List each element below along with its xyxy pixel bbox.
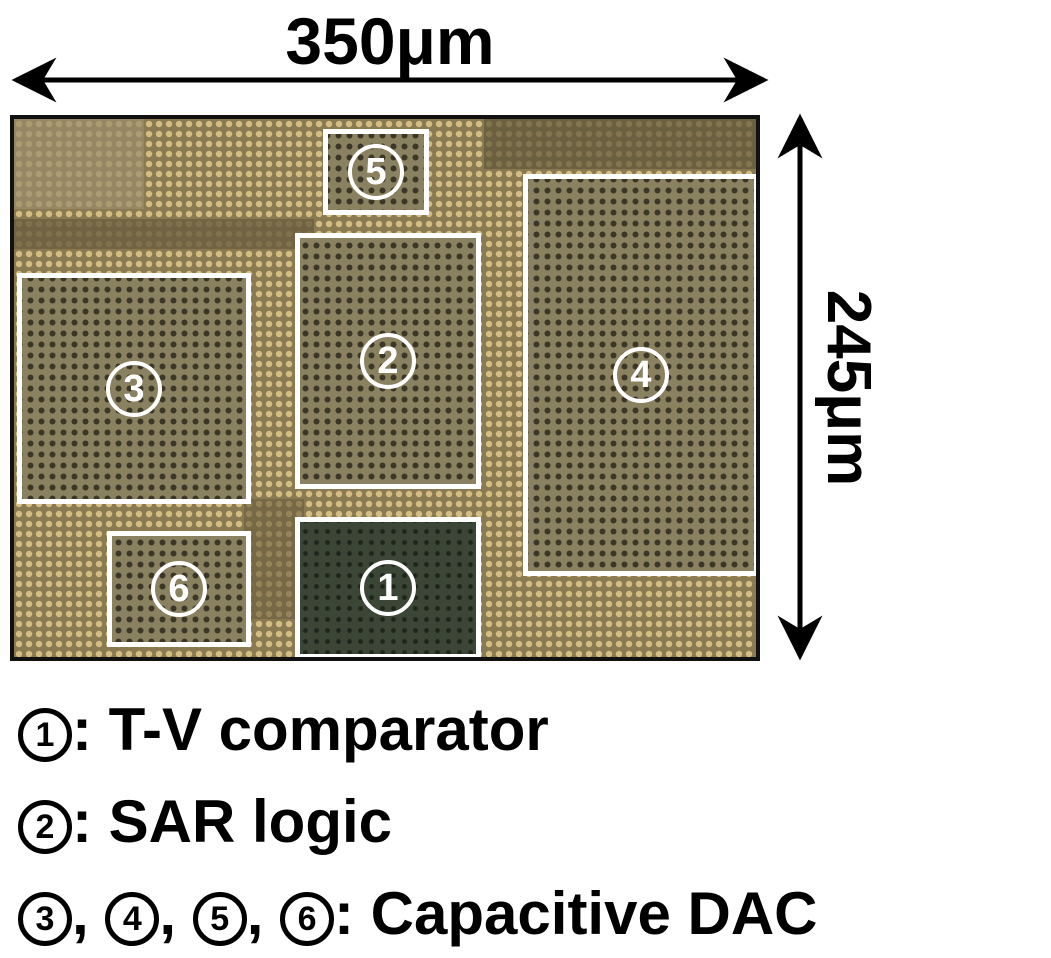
block-3-number: 3 bbox=[106, 360, 162, 417]
legend-mark-3: 3 bbox=[18, 892, 72, 946]
block-3-capacitive-dac: 3 bbox=[17, 273, 251, 504]
legend-text-1: : T-V comparator bbox=[72, 696, 549, 763]
width-label: 350μm bbox=[285, 4, 495, 78]
legend-mark-2: 2 bbox=[18, 800, 72, 854]
block-6-capacitive-dac: 6 bbox=[107, 531, 251, 647]
block-1-tv-comparator: 1 bbox=[295, 517, 481, 657]
legend-mark-4: 4 bbox=[105, 892, 160, 946]
block-2-number: 2 bbox=[360, 333, 416, 389]
legend-mark-6: 6 bbox=[280, 892, 335, 946]
legend-line-1: 1: T-V comparator bbox=[18, 700, 549, 762]
legend-mark-5: 5 bbox=[192, 892, 247, 946]
legend-mark-1: 1 bbox=[18, 708, 72, 762]
block-5-number: 5 bbox=[348, 144, 404, 200]
block-4-capacitive-dac: 4 bbox=[523, 174, 756, 576]
chip-die-photo: 1 2 3 4 5 6 bbox=[10, 115, 760, 661]
legend-line-2: 2: SAR logic bbox=[18, 792, 392, 854]
legend-sep-2: , bbox=[159, 880, 193, 947]
block-1-number: 1 bbox=[360, 560, 416, 616]
block-2-sar-logic: 2 bbox=[295, 233, 481, 489]
legend-text-2: : SAR logic bbox=[72, 788, 393, 855]
height-label: 245μm bbox=[814, 289, 883, 487]
block-6-number: 6 bbox=[151, 561, 207, 617]
legend-text-3: : Capacitive DAC bbox=[334, 880, 818, 947]
legend-line-3: 3, 4, 5, 6: Capacitive DAC bbox=[18, 884, 818, 946]
legend-sep-1: , bbox=[72, 880, 106, 947]
block-5-capacitive-dac: 5 bbox=[323, 129, 429, 215]
block-4-number: 4 bbox=[613, 347, 669, 403]
legend-sep-3: , bbox=[246, 880, 281, 947]
